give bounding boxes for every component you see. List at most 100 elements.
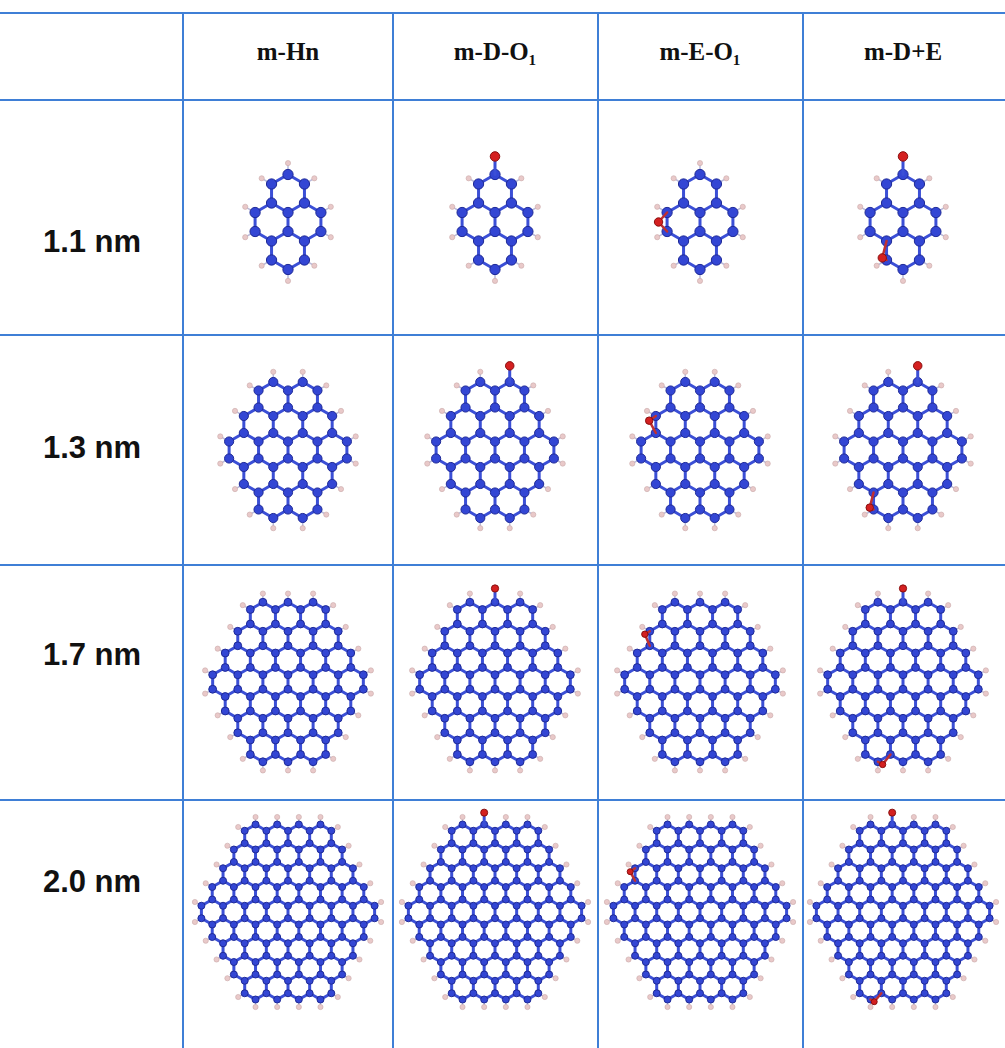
hydrogen-atom	[659, 383, 664, 388]
hydrogen-atom	[627, 713, 632, 718]
hydrogen-atom	[368, 881, 373, 886]
carbon-atom	[490, 505, 499, 514]
carbon-atom	[209, 671, 217, 679]
carbon-atom	[721, 671, 729, 679]
hydrogen-atom	[478, 526, 483, 531]
carbon-atom	[274, 996, 281, 1003]
carbon-atom	[285, 990, 292, 997]
carbon-atom	[884, 428, 893, 437]
carbon-atom	[252, 896, 259, 903]
carbon-atom	[962, 707, 970, 715]
carbon-atom	[284, 729, 292, 737]
carbon-atom	[937, 620, 945, 628]
carbon-atom	[453, 736, 461, 744]
carbon-atom	[309, 671, 317, 679]
carbon-atom	[342, 454, 351, 463]
hydrogen-atom	[357, 957, 362, 962]
carbon-atom	[309, 758, 317, 766]
carbon-atom	[928, 403, 937, 412]
hydrogen-atom	[410, 668, 415, 673]
carbon-atom	[298, 428, 307, 437]
carbon-atom	[490, 403, 499, 412]
carbon-atom	[241, 877, 248, 884]
carbon-atom	[740, 479, 749, 488]
hydrogen-atom	[765, 461, 770, 466]
carbon-atom	[754, 454, 763, 463]
carbon-atom	[516, 758, 524, 766]
carbon-atom	[221, 649, 229, 657]
carbon-atom	[259, 642, 267, 650]
carbon-atom	[246, 707, 254, 715]
carbon-atom	[316, 226, 326, 236]
carbon-atom	[209, 884, 216, 891]
carbon-atom	[516, 685, 524, 693]
nanodiamond-structures	[192, 152, 998, 1010]
carbon-atom	[671, 729, 679, 737]
hydrogen-atom	[243, 235, 248, 240]
carbon-atom	[924, 714, 932, 722]
carbon-atom	[554, 707, 562, 715]
carbon-atom	[711, 236, 721, 246]
hydrogen-atom	[507, 526, 512, 531]
hydrogen-atom	[655, 235, 660, 240]
carbon-atom	[678, 179, 688, 189]
carbon-atom	[912, 649, 920, 657]
carbon-atom	[466, 598, 474, 606]
hydrogen-atom	[743, 756, 748, 761]
hydrogen-atom	[328, 204, 333, 209]
carbon-atom	[914, 255, 924, 265]
hydrogen-atom	[271, 369, 276, 374]
carbon-atom	[849, 627, 857, 635]
carbon-atom	[491, 627, 499, 635]
carbon-atom	[317, 996, 324, 1003]
carbon-atom	[943, 462, 952, 471]
carbon-atom	[899, 714, 907, 722]
carbon-atom	[949, 729, 957, 737]
carbon-atom	[658, 707, 666, 715]
carbon-atom	[461, 505, 470, 514]
carbon-atom	[453, 620, 461, 628]
carbon-atom	[263, 902, 270, 909]
hydrogen-atom	[214, 957, 219, 962]
carbon-atom	[241, 977, 248, 984]
carbon-atom	[666, 488, 675, 497]
carbon-atom	[490, 454, 499, 463]
hydrogen-atom	[368, 668, 373, 673]
carbon-atom	[710, 377, 719, 386]
carbon-atom	[836, 693, 844, 701]
hydrogen-atom	[410, 691, 415, 696]
hydrogen-atom	[683, 369, 688, 374]
carbon-atom	[695, 226, 705, 236]
carbon-atom	[246, 751, 254, 759]
carbon-atom	[506, 179, 516, 189]
carbon-atom	[711, 198, 721, 208]
carbon-atom	[283, 454, 292, 463]
hydrogen-atom	[518, 591, 523, 596]
hydrogen-atom	[652, 756, 657, 761]
carbon-atom	[887, 649, 895, 657]
hydrogen-atom	[378, 919, 383, 924]
carbon-atom	[884, 513, 893, 522]
oxygen-atom	[879, 761, 885, 767]
carbon-atom	[466, 671, 474, 679]
carbon-atom	[221, 707, 229, 715]
carbon-atom	[298, 377, 307, 386]
hydrogen-atom	[750, 408, 755, 413]
carbon-atom	[646, 671, 654, 679]
hydrogen-atom	[356, 646, 361, 651]
hydrogen-atom	[768, 646, 773, 651]
carbon-atom	[221, 693, 229, 701]
carbon-atom	[209, 934, 216, 941]
carbon-atom	[198, 902, 205, 909]
hydrogen-atom	[644, 408, 649, 413]
carbon-atom	[334, 714, 342, 722]
carbon-atom	[283, 505, 292, 514]
carbon-atom	[924, 758, 932, 766]
carbon-atom	[259, 598, 267, 606]
carbon-atom	[937, 751, 945, 759]
carbon-atom	[725, 386, 734, 395]
carbon-atom	[297, 606, 305, 614]
hydrogen-atom	[357, 862, 362, 867]
carbon-atom	[633, 707, 641, 715]
carbon-atom	[734, 707, 742, 715]
